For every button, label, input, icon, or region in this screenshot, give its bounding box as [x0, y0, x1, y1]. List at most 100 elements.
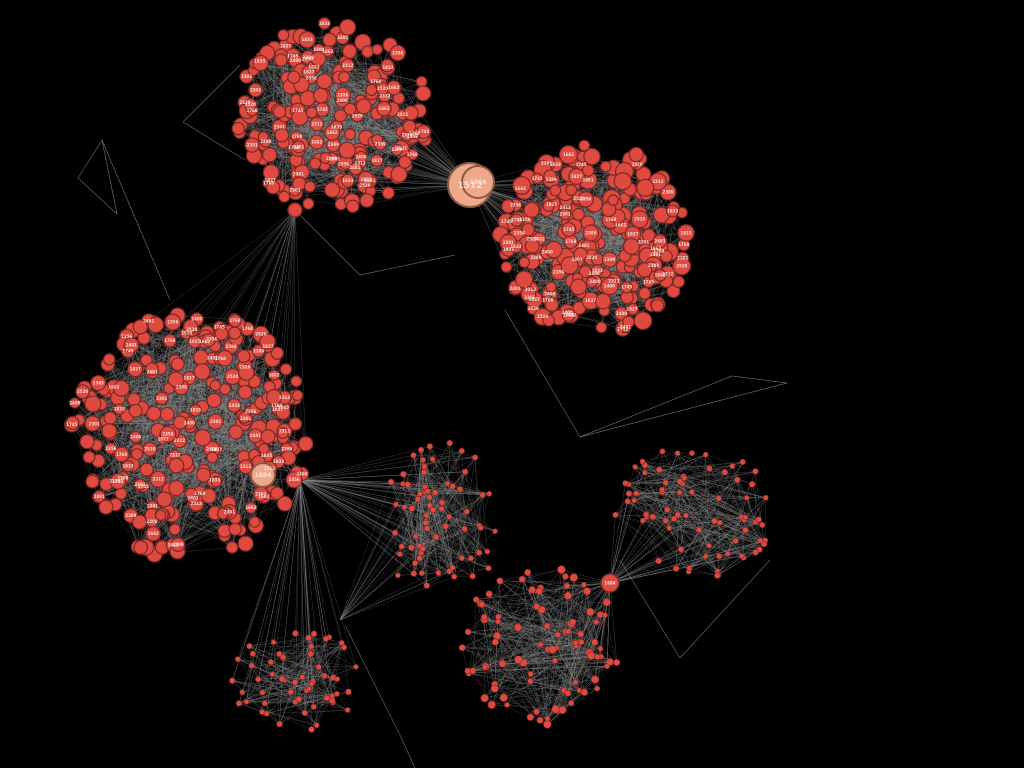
graph-node[interactable] — [677, 224, 695, 242]
graph-node[interactable] — [461, 468, 469, 476]
graph-node[interactable] — [156, 491, 173, 508]
graph-node[interactable] — [132, 319, 148, 335]
graph-node[interactable] — [625, 490, 633, 497]
graph-node[interactable] — [652, 234, 668, 249]
graph-node[interactable] — [184, 487, 198, 501]
graph-node[interactable] — [586, 607, 595, 617]
graph-node[interactable] — [297, 436, 314, 452]
graph-node[interactable] — [561, 221, 577, 238]
node-layer[interactable] — [64, 17, 769, 733]
graph-node[interactable] — [147, 316, 165, 334]
graph-node[interactable] — [386, 80, 402, 96]
graph-node[interactable] — [711, 517, 718, 525]
graph-node[interactable] — [129, 430, 142, 444]
graph-node[interactable] — [376, 100, 392, 117]
graph-node[interactable] — [234, 656, 241, 663]
graph-node[interactable] — [146, 405, 162, 422]
graph-node[interactable] — [84, 415, 101, 432]
graph-node[interactable] — [371, 43, 383, 56]
graph-node[interactable] — [168, 457, 185, 474]
graph-node[interactable] — [449, 564, 456, 571]
graph-node[interactable] — [164, 313, 182, 331]
graph-node[interactable] — [92, 490, 106, 504]
graph-node[interactable] — [601, 251, 618, 268]
graph-node[interactable] — [238, 459, 253, 475]
graph-node[interactable] — [695, 526, 703, 533]
graph-node[interactable] — [706, 465, 713, 472]
graph-node[interactable] — [334, 691, 340, 697]
graph-node[interactable] — [702, 451, 709, 458]
graph-node[interactable] — [564, 689, 572, 697]
graph-node[interactable] — [580, 688, 589, 696]
graph-node[interactable] — [321, 672, 328, 679]
graph-node[interactable] — [676, 489, 683, 496]
graph-node[interactable] — [480, 694, 489, 703]
graph-node[interactable] — [246, 643, 253, 650]
graph-node[interactable] — [354, 150, 368, 164]
graph-node[interactable] — [681, 475, 688, 481]
graph-node[interactable] — [313, 722, 320, 729]
graph-node[interactable] — [206, 451, 219, 464]
graph-node[interactable] — [290, 375, 303, 388]
graph-node[interactable] — [623, 237, 640, 255]
graph-node[interactable] — [477, 524, 484, 531]
graph-node[interactable] — [168, 523, 181, 536]
graph-node[interactable] — [706, 542, 712, 549]
graph-node[interactable] — [248, 516, 261, 528]
graph-node[interactable] — [426, 502, 433, 509]
graph-node[interactable] — [581, 581, 587, 588]
graph-node[interactable] — [404, 481, 412, 488]
graph-node[interactable] — [604, 663, 610, 670]
graph-node[interactable] — [309, 116, 325, 132]
graph-node[interactable] — [458, 447, 465, 454]
graph-node[interactable] — [544, 297, 559, 312]
graph-node[interactable] — [266, 180, 281, 195]
graph-node[interactable] — [438, 505, 445, 513]
graph-node[interactable] — [340, 58, 355, 73]
graph-node[interactable] — [686, 565, 693, 571]
graph-node[interactable] — [411, 560, 419, 567]
graph-node[interactable] — [738, 553, 745, 559]
graph-node[interactable] — [636, 262, 653, 278]
graph-node[interactable] — [582, 224, 600, 242]
graph-node[interactable] — [390, 165, 408, 183]
graph-node[interactable] — [487, 700, 496, 709]
graph-node[interactable] — [231, 121, 246, 136]
graph-node[interactable] — [308, 726, 315, 733]
graph-node[interactable] — [399, 480, 406, 487]
graph-node[interactable] — [613, 659, 621, 667]
graph-node[interactable] — [666, 204, 680, 218]
graph-node[interactable] — [702, 553, 709, 560]
graph-node[interactable] — [154, 391, 169, 406]
graph-node[interactable] — [301, 64, 317, 80]
graph-node[interactable] — [593, 619, 600, 626]
graph-node[interactable] — [145, 362, 159, 377]
graph-node[interactable] — [257, 131, 269, 143]
graph-node[interactable] — [429, 506, 437, 514]
bridge-node[interactable] — [287, 202, 303, 218]
graph-node[interactable] — [419, 545, 426, 552]
graph-node[interactable] — [672, 565, 680, 572]
graph-node[interactable] — [572, 640, 579, 647]
graph-node[interactable] — [446, 513, 453, 520]
graph-node[interactable] — [662, 479, 669, 486]
graph-node[interactable] — [291, 108, 309, 126]
graph-node[interactable] — [558, 705, 567, 714]
graph-node[interactable] — [512, 175, 532, 195]
graph-node[interactable] — [318, 17, 331, 30]
graph-node[interactable] — [442, 523, 449, 530]
graph-node[interactable] — [438, 499, 446, 506]
graph-node[interactable] — [638, 286, 652, 300]
graph-node[interactable] — [269, 671, 276, 678]
graph-node[interactable] — [757, 537, 764, 544]
graph-node[interactable] — [533, 603, 541, 610]
graph-node[interactable] — [302, 197, 315, 210]
graph-node[interactable] — [650, 298, 665, 313]
graph-node[interactable] — [182, 319, 199, 335]
graph-node[interactable] — [666, 525, 673, 531]
graph-node[interactable] — [613, 172, 632, 191]
graph-node[interactable] — [349, 162, 363, 176]
graph-node[interactable] — [500, 261, 513, 273]
graph-node[interactable] — [268, 369, 280, 381]
